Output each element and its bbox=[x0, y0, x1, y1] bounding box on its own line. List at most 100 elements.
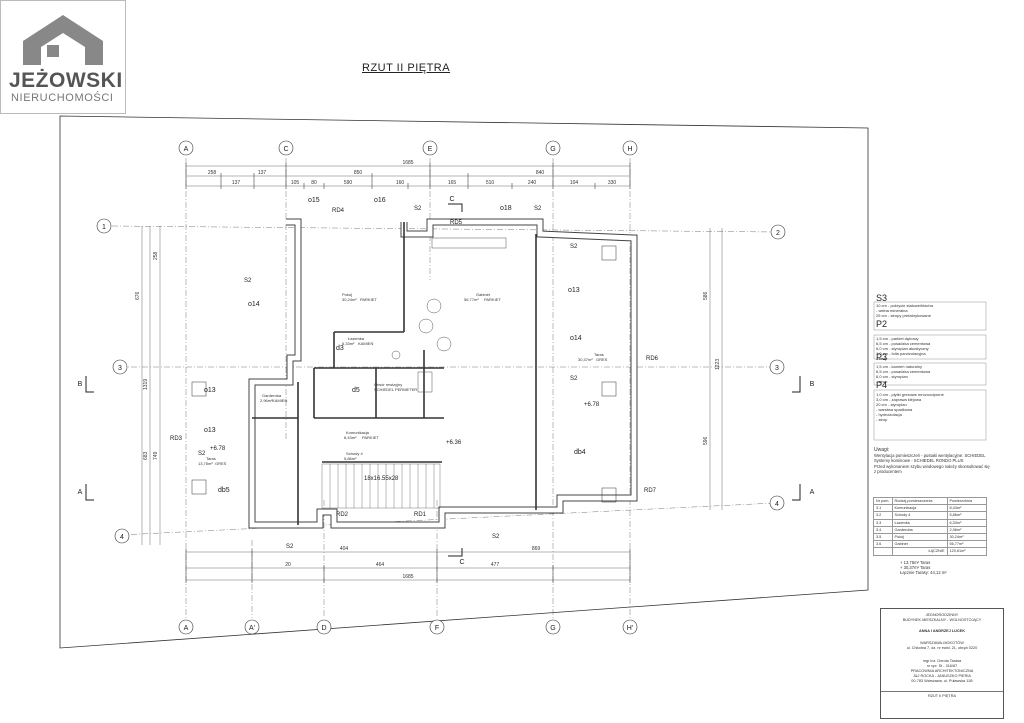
section-a-left: A bbox=[78, 489, 83, 496]
wall-tag: S2 bbox=[570, 376, 578, 382]
room-area: 30,37m² bbox=[578, 357, 593, 362]
dim-top: 137 bbox=[232, 180, 241, 186]
dim-left: 683 bbox=[143, 451, 149, 460]
legend-line: 1,5 cm - parkiet dębowy bbox=[876, 336, 919, 341]
legend-code-p2: P2 bbox=[876, 319, 888, 329]
area-summary-table: Nr pom. Rodzaj pomieszczenia Powierzchni… bbox=[873, 496, 987, 556]
title-block-line: 00-783 Warszawa, ul. Puławska 11B bbox=[911, 679, 973, 683]
dim-top: 165 bbox=[448, 180, 457, 186]
axis-bottom-h-prime: H' bbox=[627, 625, 633, 632]
dim-left: 676 bbox=[135, 291, 141, 300]
room-name: Taras bbox=[594, 352, 604, 357]
company-logo: JEŻOWSKI NIERUCHOMOŚCI bbox=[0, 0, 126, 114]
section-c-bottom: C bbox=[459, 559, 464, 566]
room-area: 6,33m² bbox=[342, 341, 355, 346]
dim-top: 137 bbox=[258, 170, 267, 176]
legend-line: 6,5 cm - posadzka cementowa bbox=[876, 369, 931, 374]
legend-line: 20 cm - styropian bbox=[876, 402, 907, 407]
table-cell: Schody 4 bbox=[891, 511, 948, 520]
table-total-value: 120,61m² bbox=[946, 547, 987, 556]
axis-bottom-a: A bbox=[184, 625, 189, 632]
section-marks bbox=[85, 203, 801, 557]
opening-tag: o15 bbox=[308, 197, 320, 204]
stair-spec: 18x16.55x28 bbox=[364, 476, 399, 482]
legend-line: 6,0 cm - styropian akustyczny bbox=[876, 346, 929, 351]
dim-bottom: 20 bbox=[285, 562, 291, 568]
wall-tag: S2 bbox=[534, 206, 542, 212]
dim-bottom: 1685 bbox=[402, 574, 413, 580]
inspection-label: SCHIEDEL PERMETER bbox=[374, 387, 417, 392]
house-logo-icon bbox=[23, 15, 103, 65]
opening-tag: d3 bbox=[336, 345, 344, 352]
legend-code-s3: S3 bbox=[876, 293, 888, 303]
legend-line: 1,0 cm - folia paroizolacyjna bbox=[876, 351, 926, 356]
room-area: 13,75m² bbox=[198, 461, 213, 466]
legend-line: 6,0 cm - styropian bbox=[876, 374, 908, 379]
table-cell: Komunikacja bbox=[891, 504, 948, 513]
legend-line: - warstwa spadkowa bbox=[876, 407, 913, 412]
room-area: 30,24m² bbox=[342, 297, 357, 302]
misc-labels: RD4 RD5 RD6 RD3 RD2 RD1 RD7 S2 S2 S2 S2 … bbox=[170, 206, 659, 550]
opening-tag: o14 bbox=[570, 335, 582, 342]
dimension-text: 1685 850 840 258 137 137 105 80 590 160 … bbox=[208, 160, 617, 580]
dim-left: 258 bbox=[153, 251, 159, 260]
wall-tag: S2 bbox=[414, 206, 422, 212]
dim-top: 840 bbox=[536, 170, 545, 176]
beam-tag: RD6 bbox=[646, 356, 659, 362]
notes-heading: Uwagi: bbox=[874, 447, 890, 453]
legend-line: - hydroizolacja bbox=[876, 412, 902, 417]
axis-left-3: 3 bbox=[118, 365, 122, 372]
room-name: Gabinet bbox=[476, 292, 491, 297]
section-b-right: B bbox=[810, 381, 815, 388]
level-mark: +6.36 bbox=[446, 440, 462, 446]
dim-top: 510 bbox=[486, 180, 495, 186]
notes-line: Przed wykonaniem szybu windowego należy … bbox=[874, 463, 990, 469]
legend-lines-p3: 1,5 cm - kamień naturalny 6,5 cm - posad… bbox=[876, 364, 930, 384]
table-cell: 3.3 bbox=[873, 518, 893, 527]
dim-top: 160 bbox=[396, 180, 405, 186]
axis-left-1: 1 bbox=[102, 224, 106, 231]
table-header: Powierzchnia bbox=[946, 496, 987, 506]
inspection-label: Otwór rewizyjny bbox=[374, 382, 402, 387]
terrace-summary: + 13,75m² Taras + 30,37m² Taras Łącznie … bbox=[900, 560, 947, 576]
legend-line: 1,0 cm - płytki gresowe mrozoodporne bbox=[876, 392, 944, 397]
dim-bottom: 404 bbox=[340, 546, 349, 552]
exterior-walls bbox=[248, 218, 638, 529]
logo-subtitle: NIERUCHOMOŚCI bbox=[11, 92, 114, 104]
staircase bbox=[321, 463, 441, 509]
room-floor: KAMIEŃ bbox=[272, 398, 287, 403]
dim-top: 330 bbox=[608, 180, 617, 186]
title-block-line: RZUT II PIĘTRA bbox=[881, 691, 1003, 699]
axis-bottom-g: G bbox=[550, 625, 555, 632]
table-cell: 5,86m² bbox=[946, 511, 987, 520]
table-cell bbox=[873, 547, 893, 556]
legend-line: - strop bbox=[876, 356, 888, 361]
section-b-left: B bbox=[78, 381, 83, 388]
wall-tag: S2 bbox=[244, 278, 252, 284]
beam-tag: RD2 bbox=[336, 512, 349, 518]
terrace-drains bbox=[191, 245, 617, 503]
opening-tag: o16 bbox=[374, 197, 386, 204]
opening-tag: o13 bbox=[204, 387, 216, 394]
axis-right-4: 4 bbox=[775, 501, 779, 508]
notes-line: Systemy kominowe - SCHIEDEL RONDO PLUS bbox=[874, 458, 964, 464]
dim-top: 850 bbox=[354, 170, 363, 176]
legend-lines-p2: 1,5 cm - parkiet dębowy 6,5 cm - posadzk… bbox=[876, 336, 930, 361]
legend-line: - wełna mineralna bbox=[876, 308, 908, 313]
legend-frame bbox=[873, 301, 987, 441]
dim-top: 240 bbox=[528, 180, 537, 186]
axis-top-e: E bbox=[428, 146, 433, 153]
title-block-line: WARSZAWA-MOKOTÓW bbox=[920, 641, 964, 645]
table-cell: 2,96m² bbox=[946, 525, 987, 534]
wall-tag: S2 bbox=[198, 451, 206, 457]
opening-tag: d5 bbox=[352, 387, 360, 394]
axis-top-h: H bbox=[627, 146, 632, 153]
dim-right: 586 bbox=[703, 291, 709, 300]
room-floor: PARKIET bbox=[362, 435, 379, 440]
level-mark: +6.78 bbox=[210, 446, 226, 452]
